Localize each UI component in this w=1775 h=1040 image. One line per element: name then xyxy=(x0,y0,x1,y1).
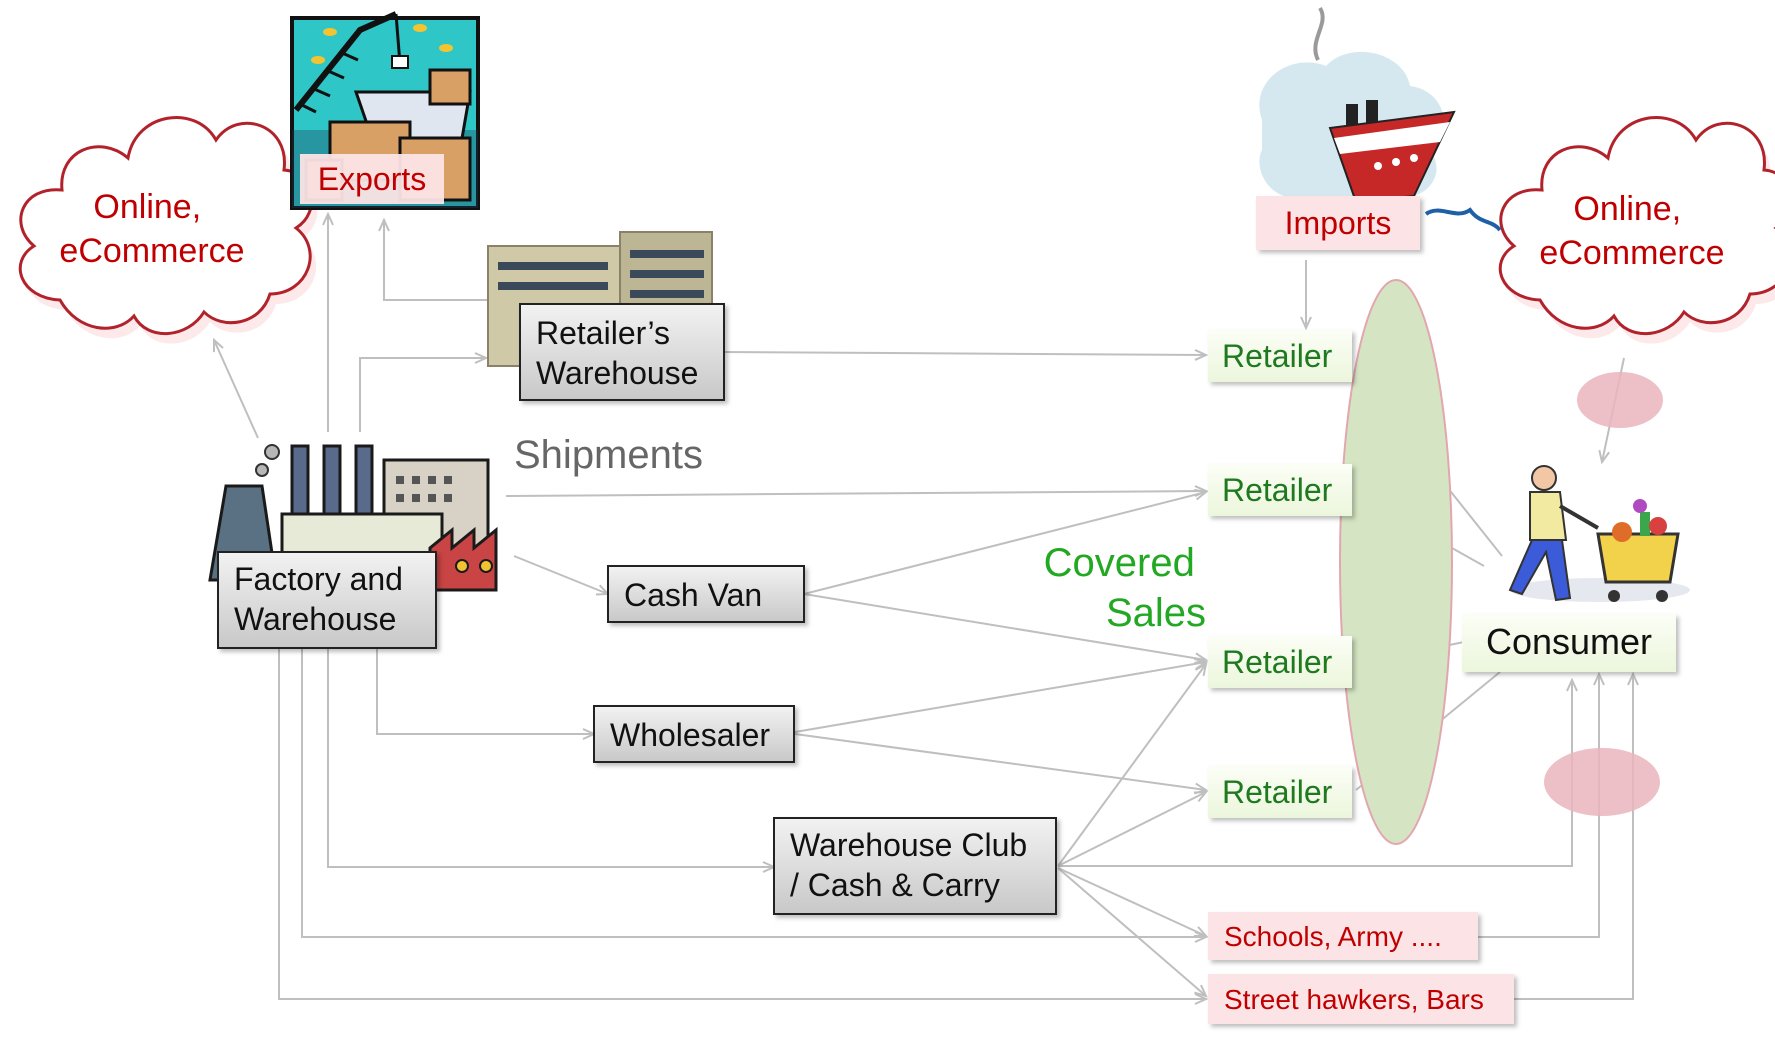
retailer-2-label: Retailer xyxy=(1222,472,1333,508)
consumer-label: Consumer xyxy=(1486,621,1652,662)
factory-label: Factory and Warehouse xyxy=(234,561,412,637)
arrow-club-schools xyxy=(1057,867,1206,936)
arrow-factory-schools xyxy=(301,648,1206,937)
street-box: Street hawkers, Bars xyxy=(1208,974,1514,1024)
shipments-label: Shipments xyxy=(514,433,703,477)
arrow-factory-street xyxy=(278,648,1206,999)
arrow-factory-online xyxy=(214,340,259,439)
online-cloud-left: Online, eCommerce xyxy=(18,116,318,344)
arrow-factory-retailer2 xyxy=(505,491,1206,497)
warehouse-club-label: Warehouse Club / Cash & Carry xyxy=(790,827,1036,903)
arrow-club-retailer4 xyxy=(1057,792,1206,867)
arrow-wholesaler-retailer4 xyxy=(794,733,1206,790)
arrow-club-consumer xyxy=(1058,680,1572,867)
retailer-box-2: Retailer xyxy=(1208,464,1352,516)
wholesaler-label: Wholesaler xyxy=(610,717,770,753)
arrow-club-street xyxy=(1057,867,1206,996)
arrow-factory-cashvan xyxy=(513,555,608,594)
retailer-box-1: Retailer xyxy=(1208,330,1352,382)
schools-label: Schools, Army .... xyxy=(1224,921,1442,952)
covered-sales-ellipse xyxy=(1339,279,1453,845)
consumer-box: Consumer xyxy=(1462,614,1676,672)
arrow-club-retailer3 xyxy=(1057,664,1206,867)
factory-box: Factory and Warehouse xyxy=(217,551,437,649)
retailers-warehouse-box: Retailer’s Warehouse xyxy=(519,303,725,401)
imports-label: Imports xyxy=(1285,205,1392,241)
pink-blob-top xyxy=(1577,372,1663,428)
retailer-1-label: Retailer xyxy=(1222,338,1333,374)
retailers-warehouse-label: Retailer’s Warehouse xyxy=(536,315,698,391)
retailer-box-4: Retailer xyxy=(1208,766,1352,818)
arrow-retwarehouse-exports xyxy=(384,220,492,301)
retailer-3-label: Retailer xyxy=(1222,644,1333,680)
online-left-label: Online, eCommerce xyxy=(59,188,244,270)
wholesaler-box: Wholesaler xyxy=(593,705,795,763)
arrow-retwarehouse-retailer1 xyxy=(721,352,1206,355)
arrow-street-consumer xyxy=(1514,674,1633,1000)
imports-label-box: Imports xyxy=(1256,196,1420,250)
arrow-cashvan-retailer2 xyxy=(803,492,1206,595)
arrow-factory-retwarehouse xyxy=(359,358,486,432)
arrow-wholesaler-retailer3 xyxy=(794,662,1206,733)
pink-blob-bottom xyxy=(1544,748,1660,816)
retailer-4-label: Retailer xyxy=(1222,774,1333,810)
arrow-factory-wholesaler xyxy=(376,648,594,734)
cruise-ship-icon xyxy=(1259,6,1502,232)
schools-box: Schools, Army .... xyxy=(1208,912,1478,960)
exports-label: Exports xyxy=(318,161,426,197)
arrow-cashvan-retailer3 xyxy=(803,593,1206,660)
retailer-box-3: Retailer xyxy=(1208,636,1352,688)
warehouse-club-box: Warehouse Club / Cash & Carry xyxy=(773,817,1057,915)
cash-van-box: Cash Van xyxy=(607,565,805,623)
online-right-label: Online, eCommerce xyxy=(1539,190,1724,272)
street-label: Street hawkers, Bars xyxy=(1224,984,1484,1015)
cash-van-label: Cash Van xyxy=(624,577,762,613)
arrow-factory-club xyxy=(327,648,774,867)
shopper-cart-icon xyxy=(1508,465,1690,602)
exports-label-box: Exports xyxy=(300,154,444,204)
covered-sales-label: Covered Sales xyxy=(1044,541,1206,635)
online-cloud-right: Online, eCommerce xyxy=(1498,116,1775,344)
